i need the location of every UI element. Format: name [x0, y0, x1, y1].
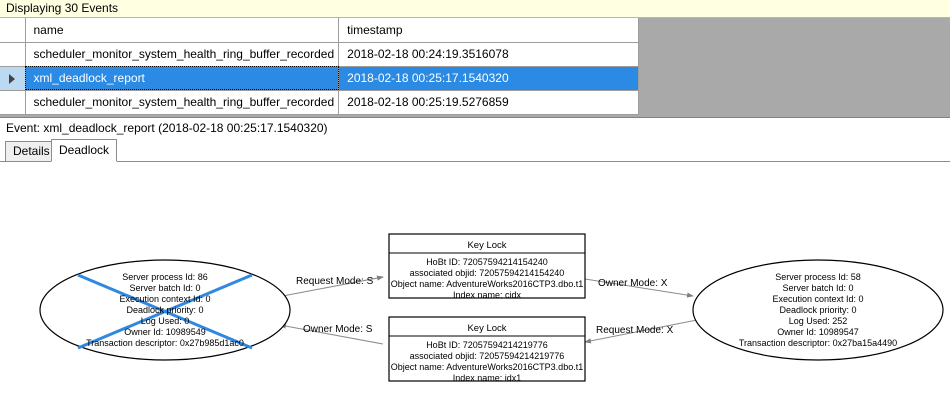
edge-line: [271, 275, 384, 299]
process-line: Owner Id: 10989549: [124, 327, 206, 337]
resource-line: associated objid: 72057594214154240: [410, 268, 565, 278]
victim-cross-icon: [77, 273, 253, 350]
resource-line: Index name: idx1: [453, 373, 522, 383]
process-line: Transaction descriptor: 0x27b985d1ac0: [86, 338, 244, 348]
current-row-arrow-icon: [9, 73, 16, 84]
tab-deadlock[interactable]: Deadlock: [51, 139, 118, 162]
column-header-name[interactable]: name: [25, 18, 340, 43]
events-grid[interactable]: name timestamp scheduler_monitor_system_…: [0, 18, 640, 115]
process-line: Deadlock priority: 0: [779, 305, 856, 315]
process-node-left[interactable]: Server process Id: 86 Server batch Id: 0…: [39, 259, 291, 361]
process-line: Server batch Id: 0: [129, 283, 200, 293]
resource-line: associated objid: 72057594214219776: [410, 351, 565, 361]
edge-left-owner: Owner Mode: S: [279, 323, 384, 345]
process-line: Log Used: 252: [789, 316, 848, 326]
events-count-banner: Displaying 30 Events: [0, 0, 950, 18]
row-selector-cell[interactable]: [0, 90, 26, 115]
table-row-selected[interactable]: xml_deadlock_report 2018-02-18 00:25:17.…: [0, 66, 640, 91]
cell-event-name[interactable]: scheduler_monitor_system_health_ring_buf…: [25, 90, 340, 115]
deadlock-graph-pane[interactable]: Request Mode: S Owner Mode: X Owner Mode…: [0, 162, 950, 400]
process-line: Server process Id: 86: [122, 272, 208, 282]
edge-line: [584, 278, 694, 298]
process-line: Server batch Id: 0: [782, 283, 853, 293]
table-row[interactable]: scheduler_monitor_system_health_ring_buf…: [0, 42, 640, 67]
edge-label: Request Mode: S: [296, 276, 374, 287]
resource-node-key-lock-top[interactable]: Key Lock HoBt ID: 72057594214154240 asso…: [388, 233, 586, 300]
resource-line: Object name: AdventureWorks2016CTP3.dbo.…: [391, 362, 583, 372]
resource-line: Index name: cidx: [453, 290, 522, 300]
cell-timestamp[interactable]: 2018-02-18 00:25:19.5276859: [338, 90, 640, 115]
events-grid-container[interactable]: name timestamp scheduler_monitor_system_…: [0, 18, 950, 118]
resource-line: Object name: AdventureWorks2016CTP3.dbo.…: [391, 279, 583, 289]
resource-box[interactable]: [388, 233, 586, 299]
process-line: Execution context Id: 0: [772, 294, 863, 304]
tabstrip: Details Deadlock: [0, 139, 950, 162]
events-grid-body: scheduler_monitor_system_health_ring_buf…: [0, 42, 640, 115]
process-node-right[interactable]: Server process Id: 58 Server batch Id: 0…: [692, 259, 944, 361]
edge-label: Owner Mode: X: [598, 278, 668, 289]
table-row[interactable]: scheduler_monitor_system_health_ring_buf…: [0, 90, 640, 115]
resource-title: Key Lock: [467, 240, 506, 251]
edge-label: Request Mode: X: [596, 325, 674, 336]
resource-line: HoBt ID: 72057594214154240: [426, 257, 548, 267]
column-header-selector[interactable]: [0, 18, 26, 43]
process-line: Transaction descriptor: 0x27ba15a4490: [739, 338, 897, 348]
column-header-timestamp[interactable]: timestamp: [338, 18, 640, 43]
edge-label: Owner Mode: S: [303, 324, 373, 335]
event-caption: Event: xml_deadlock_report (2018-02-18 0…: [0, 119, 950, 139]
process-ellipse[interactable]: [692, 259, 944, 361]
row-selector-cell[interactable]: [0, 42, 26, 67]
edge-right-owner: Owner Mode: X: [584, 278, 694, 298]
edge-left-request: Request Mode: S: [271, 275, 384, 299]
process-line: Server process Id: 58: [775, 272, 861, 282]
header-row: name timestamp: [0, 18, 640, 43]
process-line: Deadlock priority: 0: [126, 305, 203, 315]
cell-event-name[interactable]: xml_deadlock_report: [25, 66, 340, 91]
cell-event-name[interactable]: scheduler_monitor_system_health_ring_buf…: [25, 42, 340, 67]
edge-line: [584, 319, 698, 344]
tab-details[interactable]: Details: [5, 141, 58, 161]
cell-timestamp[interactable]: 2018-02-18 00:24:19.3516078: [338, 42, 640, 67]
edge-line: [279, 323, 384, 345]
resource-line: HoBt ID: 72057594214219776: [426, 340, 548, 350]
process-line: Log Used: 0: [141, 316, 190, 326]
resource-title: Key Lock: [467, 323, 506, 334]
deadlock-graph-svg: Request Mode: S Owner Mode: X Owner Mode…: [39, 233, 944, 383]
edge-right-request: Request Mode: X: [584, 319, 698, 344]
events-grid-header: name timestamp: [0, 18, 640, 43]
row-selector-cell[interactable]: [0, 66, 26, 91]
cell-timestamp[interactable]: 2018-02-18 00:25:17.1540320: [338, 66, 640, 91]
resource-node-key-lock-bottom[interactable]: Key Lock HoBt ID: 72057594214219776 asso…: [388, 316, 586, 383]
resource-box[interactable]: [388, 316, 586, 382]
process-line: Owner Id: 10989547: [777, 327, 859, 337]
process-line: Execution context Id: 0: [119, 294, 210, 304]
